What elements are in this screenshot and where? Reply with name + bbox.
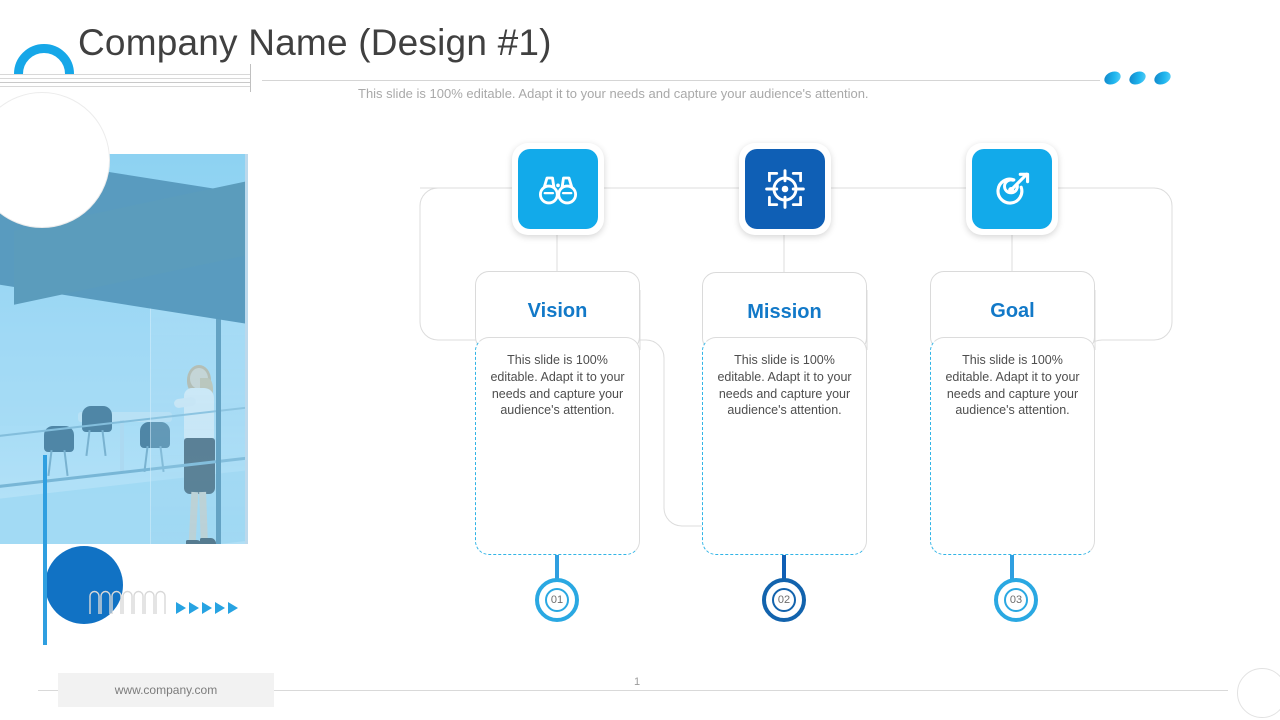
arc-decoration-icon — [14, 44, 74, 74]
corner-circle-decoration — [1237, 668, 1280, 718]
header-rule — [262, 80, 1100, 81]
step-number-02[interactable]: 02 — [762, 578, 806, 622]
icon-card-vision[interactable] — [512, 143, 604, 235]
body-card-goal[interactable]: This slide is 100% editable. Adapt it to… — [930, 337, 1095, 555]
dot-2-icon — [1127, 69, 1148, 87]
header-line-stack — [0, 74, 250, 88]
crosshair-target-icon — [765, 169, 805, 209]
body-card-mission[interactable]: This slide is 100% editable. Adapt it to… — [702, 337, 867, 555]
card-title-vision: Vision — [527, 299, 588, 322]
stem-2 — [782, 553, 786, 587]
icon-card-mission[interactable] — [739, 143, 831, 235]
header-dots-decoration — [1102, 69, 1174, 87]
arrow-4-icon — [215, 602, 225, 614]
vertical-line-decoration — [43, 455, 47, 645]
card-body-goal: This slide is 100% editable. Adapt it to… — [945, 353, 1080, 418]
step-number-03-label: 03 — [1009, 594, 1023, 606]
dot-3-icon — [1152, 69, 1173, 87]
arrow-5-icon — [228, 602, 238, 614]
squiggle-icon — [89, 590, 166, 614]
step-number-03[interactable]: 03 — [994, 578, 1038, 622]
dartboard-arrow-icon — [996, 172, 1030, 205]
card-title-mission: Mission — [747, 300, 822, 323]
step-number-02-label: 02 — [777, 594, 791, 606]
card-title-goal: Goal — [990, 299, 1035, 322]
header-divider — [250, 64, 251, 92]
page-title: Company Name (Design #1) — [78, 22, 552, 63]
footer-url-label: www.company.com — [114, 683, 218, 697]
arrow-2-icon — [189, 602, 199, 614]
card-body-mission: This slide is 100% editable. Adapt it to… — [717, 353, 852, 418]
step-number-01[interactable]: 01 — [535, 578, 579, 622]
page-number: 1 — [634, 676, 641, 688]
arrow-1-icon — [176, 602, 186, 614]
arrow-markers-decoration — [176, 602, 238, 614]
hero-photo — [0, 154, 248, 544]
footer-url-box[interactable]: www.company.com — [58, 673, 274, 707]
step-number-01-label: 01 — [550, 594, 564, 606]
card-body-vision: This slide is 100% editable. Adapt it to… — [490, 353, 625, 418]
page-subtitle: This slide is 100% editable. Adapt it to… — [358, 86, 869, 101]
footer-rule — [38, 690, 1228, 691]
arrow-3-icon — [202, 602, 212, 614]
icon-card-goal[interactable] — [966, 143, 1058, 235]
circle-outline-decoration — [0, 92, 110, 228]
dot-1-icon — [1102, 69, 1123, 87]
stem-3 — [1010, 553, 1014, 587]
stem-1 — [555, 553, 559, 587]
body-card-vision[interactable]: This slide is 100% editable. Adapt it to… — [475, 337, 640, 555]
binoculars-icon — [538, 176, 578, 205]
